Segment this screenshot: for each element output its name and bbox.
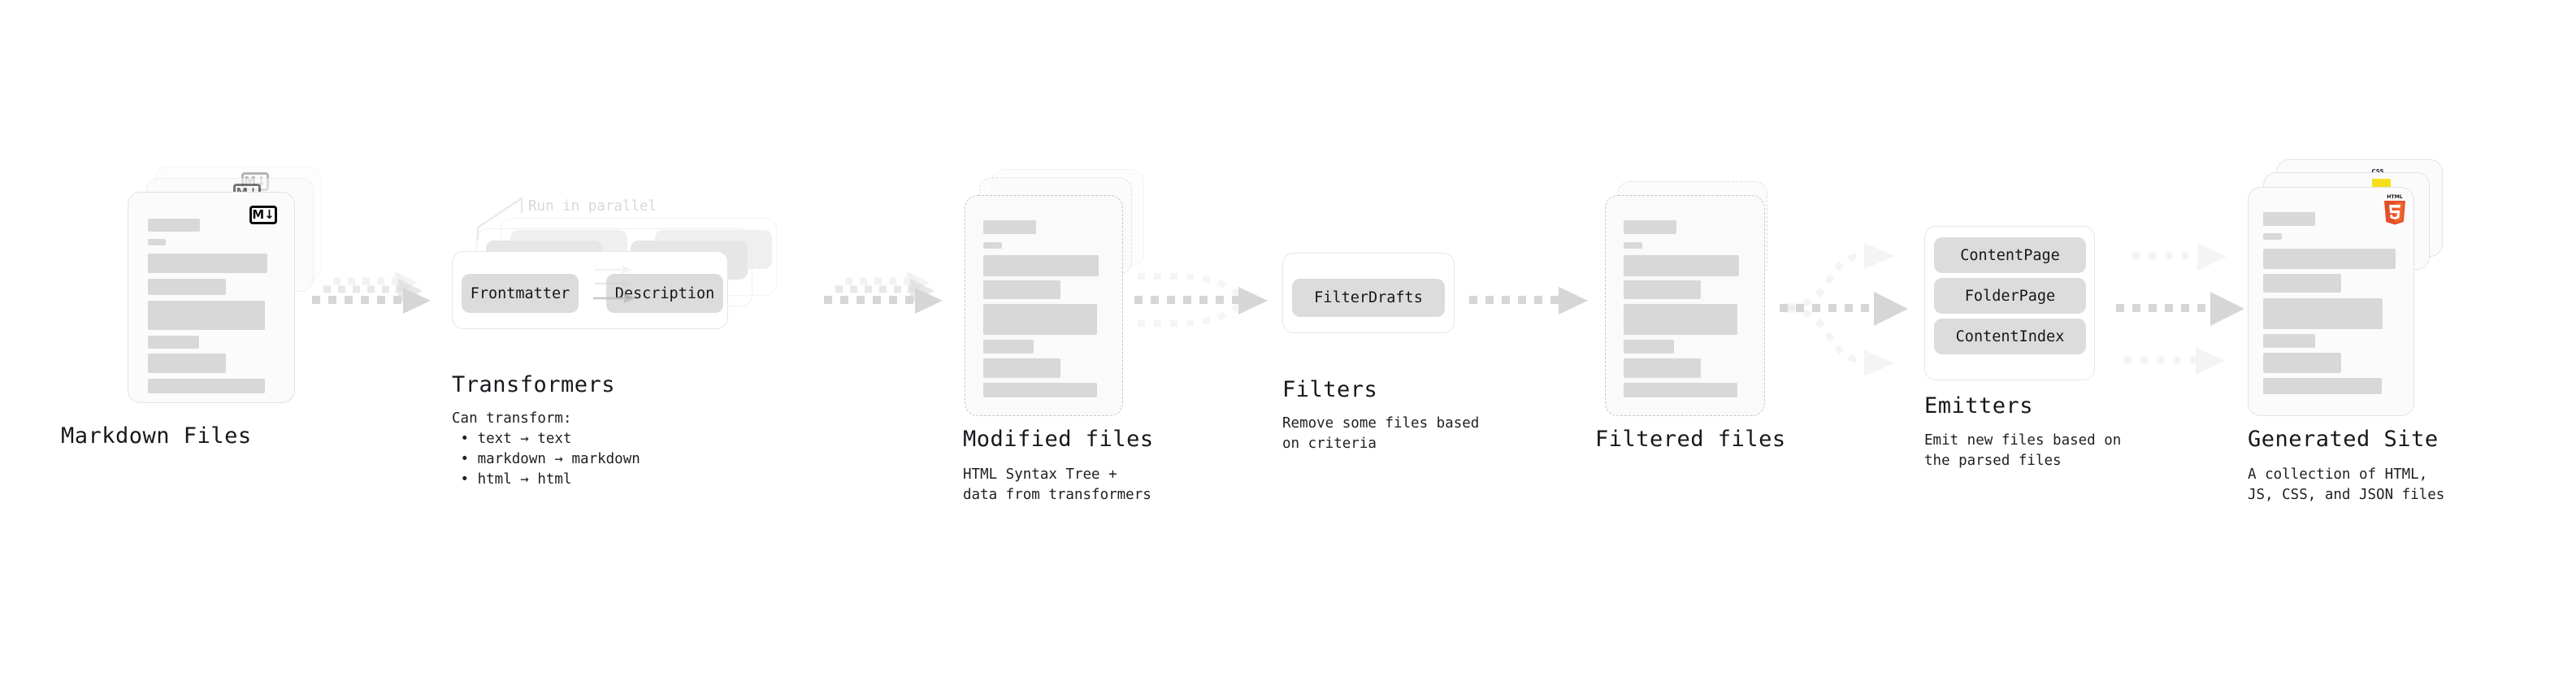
file-line: [148, 336, 199, 349]
file-line: [2263, 353, 2341, 373]
stage-description-generated-site: A collection of HTML, JS, CSS, and JSON …: [2248, 466, 2445, 503]
file-line: [148, 279, 226, 295]
file-line: [2263, 298, 2383, 329]
file-line: [1624, 255, 1739, 276]
markdown-file-card: [128, 192, 295, 403]
stage-title-transformers: Transformers: [452, 372, 616, 397]
arrow-filtered-to-emitters: [1780, 243, 1908, 376]
file-line: [148, 301, 265, 330]
file-line: [148, 379, 265, 393]
stage-description-emitters: Emit new files based on the parsed files: [1924, 432, 2122, 469]
file-line: [983, 280, 1060, 299]
arrow-modified-to-filters: [1134, 273, 1268, 327]
file-line: [2263, 334, 2315, 348]
run-in-parallel-label: Run in parallel: [528, 198, 657, 215]
file-line: [1624, 280, 1701, 299]
file-line: [148, 254, 267, 273]
arrow-emitters-to-site: [2116, 243, 2244, 375]
file-line: [983, 358, 1060, 378]
file-line: [1624, 340, 1674, 354]
transformer-inner-arrows: [593, 266, 635, 303]
stage-title-filtered-files: Filtered files: [1595, 427, 1786, 452]
arrow-markdown-to-transformers: [312, 271, 431, 314]
stage-description-filters: Remove some files based on criteria: [1282, 415, 1480, 452]
filter-chip-filterdrafts[interactable]: FilterDrafts: [1292, 279, 1445, 317]
file-line: [2263, 249, 2396, 269]
file-line: [983, 255, 1099, 276]
file-line: [983, 304, 1097, 335]
file-line: [2263, 233, 2282, 240]
file-line: [148, 219, 200, 232]
markdown-badge-icon: M↓: [249, 206, 277, 224]
generated-site-card: [2248, 187, 2414, 416]
stage-title-markdown-files: Markdown Files: [61, 423, 252, 449]
svg-text:HTML: HTML: [2387, 194, 2403, 200]
file-line: [148, 354, 226, 373]
file-line: [1624, 358, 1701, 378]
transformer-chip-description[interactable]: Description: [606, 274, 723, 313]
file-line: [1624, 242, 1642, 249]
file-line: [148, 239, 166, 245]
svg-text:CSS: CSS: [2371, 168, 2383, 175]
stage-description-modified-files: HTML Syntax Tree + data from transformer…: [963, 466, 1151, 503]
stage-title-generated-site: Generated Site: [2248, 427, 2439, 452]
transformer-chip-frontmatter[interactable]: Frontmatter: [462, 274, 579, 313]
file-line: [1624, 220, 1676, 234]
html5-badge-icon: HTML: [2384, 194, 2405, 225]
stage-title-emitters: Emitters: [1924, 393, 2034, 419]
stage-description-transformers: Can transform: • text → text • markdown …: [452, 410, 640, 488]
file-line: [2263, 378, 2382, 394]
modified-file-card: [965, 195, 1123, 416]
file-line: [983, 383, 1097, 397]
file-line: [1624, 383, 1737, 397]
emitter-chip-contentindex[interactable]: ContentIndex: [1934, 319, 2086, 354]
emitter-chip-folderpage[interactable]: FolderPage: [1934, 278, 2086, 314]
file-line: [983, 340, 1034, 354]
file-line: [1624, 304, 1737, 335]
file-line: [2263, 212, 2315, 226]
file-line: [983, 242, 1002, 249]
stage-title-modified-files: Modified files: [963, 427, 1154, 452]
file-line: [983, 220, 1036, 234]
stage-title-filters: Filters: [1282, 377, 1378, 402]
file-line: [2263, 274, 2341, 293]
arrow-transformers-to-modified: [824, 271, 943, 314]
emitter-chip-contentpage[interactable]: ContentPage: [1934, 237, 2086, 273]
filtered-file-card: [1605, 195, 1765, 416]
arrow-filters-to-filtered: [1469, 287, 1588, 314]
